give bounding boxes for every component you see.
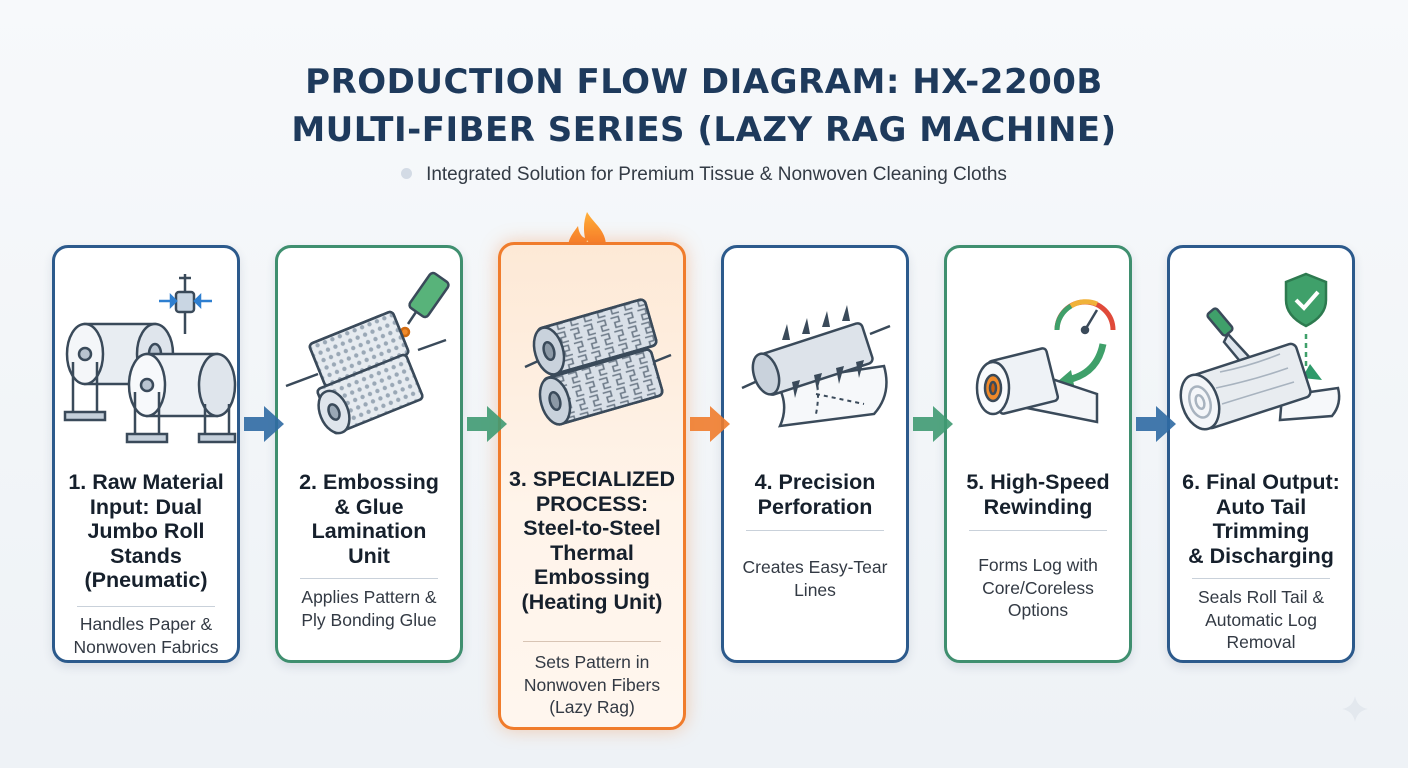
divider	[523, 641, 661, 642]
step-title: 3. SPECIALIZED PROCESS: Steel-to-Steel T…	[508, 467, 676, 614]
step-title: 4. Precision Perforation	[754, 470, 876, 519]
step-title: 1. Raw Material Input: Dual Jumbo Roll S…	[68, 470, 224, 592]
step-description: Seals Roll Tail & Automatic Log Removal	[1197, 587, 1325, 652]
step-card-6: 6. Final Output: Auto Tail Trimming & Di…	[1167, 245, 1355, 663]
title-line-1: PRODUCTION FLOW DIAGRAM: HX-2200B	[305, 62, 1103, 102]
divider	[746, 530, 884, 531]
step-card-1: 1. Raw Material Input: Dual Jumbo Roll S…	[52, 245, 240, 663]
step-card-4: 4. Precision Perforation Creates Easy-Te…	[721, 245, 909, 663]
jumbo-roll-stands-icon	[63, 274, 237, 444]
diagram-title: PRODUCTION FLOW DIAGRAM: HX-2200B MULTI-…	[0, 58, 1408, 154]
step-title: 5. High-Speed Rewinding	[966, 470, 1110, 519]
step-description: Forms Log with Core/Coreless Options	[978, 555, 1098, 620]
subtitle-text: Integrated Solution for Premium Tissue &…	[426, 164, 1007, 185]
step-description: Handles Paper & Nonwoven Fabrics	[73, 614, 219, 657]
rewinding-gauge-icon	[975, 299, 1116, 424]
step-card-2: 2. Embossing & Glue Lamination Unit Appl…	[275, 245, 463, 663]
divider	[969, 530, 1107, 531]
title-line-2: MULTI-FIBER SERIES (LAZY RAG MACHINE)	[291, 110, 1117, 150]
embossing-glue-icon	[285, 271, 450, 435]
divider	[77, 606, 215, 607]
step-card-3: 3. SPECIALIZED PROCESS: Steel-to-Steel T…	[498, 242, 686, 730]
divider	[1192, 578, 1330, 579]
step-description: Creates Easy-Tear Lines	[742, 557, 888, 600]
sparkle-icon	[1342, 696, 1368, 722]
step-title: 6. Final Output: Auto Tail Trimming & Di…	[1182, 470, 1340, 568]
flow-arrow-icon	[1136, 406, 1176, 442]
subtitle: Integrated Solution for Premium Tissue &…	[0, 164, 1408, 186]
steel-rollers-icon	[524, 298, 672, 426]
flow-arrow-icon	[467, 406, 507, 442]
flow-arrow-icon	[690, 406, 730, 442]
perforation-roller-icon	[741, 305, 891, 428]
step-description: Sets Pattern in Nonwoven Fibers (Lazy Ra…	[523, 652, 661, 717]
divider	[300, 578, 438, 579]
log-trimming-icon	[1179, 272, 1341, 431]
flow-arrow-icon	[913, 406, 953, 442]
step-title: 2. Embossing & Glue Lamination Unit	[299, 470, 439, 568]
bullet-icon	[401, 168, 413, 179]
step-card-5: 5. High-Speed Rewinding Forms Log with C…	[944, 245, 1132, 663]
step-description: Applies Pattern & Ply Bonding Glue	[301, 587, 437, 630]
flow-arrow-icon	[244, 406, 284, 442]
